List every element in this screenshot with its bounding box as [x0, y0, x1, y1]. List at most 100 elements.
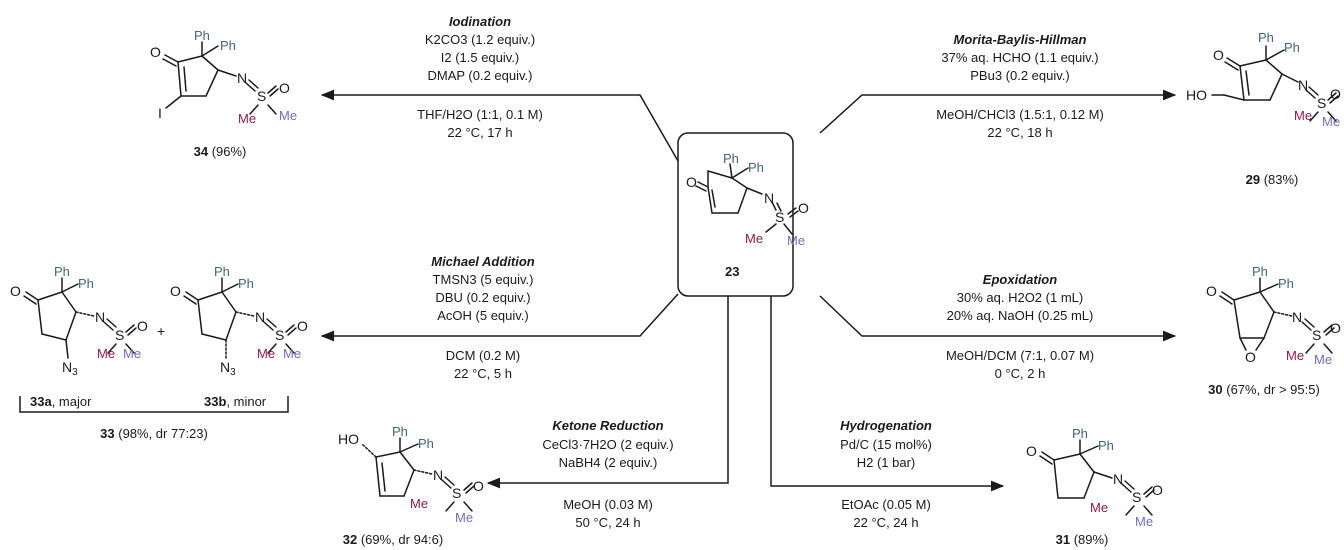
c29-N: N [1298, 77, 1308, 93]
c33a-Me1: Me [97, 346, 115, 361]
compound-33b-structure [183, 277, 297, 359]
title-mbh: Morita-Baylis-Hillman [954, 32, 1087, 47]
c33b-O: O [170, 283, 181, 299]
c34-Me2: Me [279, 108, 297, 123]
title-epoxidation: Epoxidation [983, 272, 1057, 287]
c32-Ph1: Ph [392, 424, 408, 439]
c23-Ph2: Ph [748, 160, 764, 175]
arrow-hydrogenation [770, 296, 1005, 492]
arrow-epoxidation [819, 295, 1177, 342]
c33b-label: 33b, minor [204, 394, 267, 409]
c33a-Ph1: Ph [54, 264, 70, 279]
c34-label: 34 (96%) [194, 144, 247, 159]
title-michael: Michael Addition [431, 254, 535, 269]
arrow-reduction [486, 296, 729, 489]
c31-Me2: Me [1135, 514, 1153, 529]
c31-label: 31 (89%) [1056, 532, 1109, 547]
c33b-Ph1: Ph [214, 264, 230, 279]
c33b-Ph2: Ph [238, 276, 254, 291]
c23-label: 23 [725, 264, 739, 279]
c34-O2: O [279, 80, 290, 96]
c33b-S: S [275, 327, 284, 343]
bracket-33 [19, 396, 289, 413]
c31-N: N [1113, 471, 1123, 487]
cond-epo-3: MeOH/DCM (7:1, 0.07 M) [946, 348, 1094, 363]
c30-O: O [1206, 283, 1217, 299]
cond-mbh-3: MeOH/CHCl3 (1.5:1, 0.12 M) [936, 107, 1104, 122]
cond-mic-3: AcOH (5 equiv.) [437, 308, 529, 323]
c33a-label: 33a, major [30, 394, 92, 409]
conditions-mbh: Morita-Baylis-Hillman 37% aq. HCHO (1.1 … [936, 32, 1104, 140]
compound-31-structure [1039, 439, 1155, 516]
c30-N: N [1292, 309, 1302, 325]
cond-hyd-1: Pd/C (15 mol%) [840, 437, 932, 452]
conditions-michael: Michael Addition TMSN3 (5 equiv.) DBU (0… [431, 254, 535, 381]
c33a-O: O [10, 283, 21, 299]
c33b-Me1: Me [257, 346, 275, 361]
c31-O2: O [1152, 482, 1163, 498]
conditions-reduction: Ketone Reduction CeCl3·7H2O (2 equiv.) N… [542, 418, 673, 530]
c23-Me1: Me [745, 231, 763, 246]
c23-Ph1: Ph [723, 151, 739, 166]
c32-Me1: Me [410, 496, 428, 511]
compound-29-structure [1211, 45, 1339, 122]
c33a-O2: O [137, 318, 148, 334]
c32-label: 32 (69%, dr 94:6) [343, 532, 443, 547]
cond-iod-3: DMAP (0.2 equiv.) [427, 68, 532, 83]
c31-O: O [1026, 443, 1037, 459]
compound-34-structure [162, 41, 279, 115]
c33b-Me2: Me [283, 346, 301, 361]
c31-Ph1: Ph [1072, 426, 1088, 441]
cond-iod-1: K2CO3 (1.2 equiv.) [425, 32, 535, 47]
c34-S: S [257, 88, 266, 104]
c29-O: O [1213, 47, 1224, 63]
c29-Ph1: Ph [1258, 30, 1274, 45]
c29-S: S [1317, 95, 1326, 111]
cond-mbh-2: PBu3 (0.2 equiv.) [970, 68, 1069, 83]
cond-red-4: 50 °C, 24 h [575, 515, 640, 530]
c30-O2: O [1330, 320, 1341, 336]
c31-Ph2: Ph [1098, 438, 1114, 453]
cond-red-2: NaBH4 (2 equiv.) [559, 455, 658, 470]
c23-Me2: Me [787, 233, 805, 248]
cond-hyd-3: EtOAc (0.05 M) [841, 497, 931, 512]
compound-33a-structure [23, 277, 137, 359]
c32-N: N [433, 467, 443, 483]
c34-I: I [158, 105, 162, 121]
c32-O2: O [473, 478, 484, 494]
c34-N: N [237, 70, 247, 86]
c33a-Ph2: Ph [78, 276, 94, 291]
c32-Me2: Me [455, 510, 473, 525]
c30-Ph2: Ph [1278, 276, 1294, 291]
c23-O2: O [798, 200, 809, 216]
cond-iod-5: 22 °C, 17 h [447, 125, 512, 140]
arrow-mbh [819, 89, 1177, 134]
cond-mbh-1: 37% aq. HCHO (1.1 equiv.) [941, 50, 1098, 65]
cond-hyd-2: H2 (1 bar) [857, 455, 916, 470]
c23-O: O [686, 174, 697, 190]
title-iodination: Iodination [449, 14, 511, 29]
c33a-N3: N3 [62, 359, 78, 378]
title-hydrogenation: Hydrogenation [840, 418, 932, 433]
c23-N: N [764, 190, 774, 206]
cond-iod-2: I2 (1.5 equiv.) [441, 50, 520, 65]
conditions-iodination: Iodination K2CO3 (1.2 equiv.) I2 (1.5 eq… [417, 14, 543, 140]
c29-O2: O [1330, 86, 1341, 102]
c30-S: S [1312, 327, 1321, 343]
c33a-N: N [95, 309, 105, 325]
cond-epo-1: 30% aq. H2O2 (1 mL) [957, 290, 1083, 305]
c33a-Me2: Me [123, 346, 141, 361]
cond-mic-4: DCM (0.2 M) [446, 348, 520, 363]
c33-label: 33 (98%, dr 77:23) [100, 426, 208, 441]
c30-label: 30 (67%, dr > 95:5) [1208, 382, 1320, 397]
arrow-michael [320, 293, 679, 342]
c33a-S: S [115, 327, 124, 343]
c29-label: 29 (83%) [1246, 172, 1299, 187]
c30-Me2: Me [1314, 352, 1332, 367]
cond-epo-2: 20% aq. NaOH (0.25 mL) [947, 308, 1094, 323]
arrow-iodination [320, 89, 679, 162]
plus-sign: + [157, 323, 165, 339]
c29-Me2: Me [1322, 114, 1340, 129]
c31-Me1: Me [1090, 500, 1108, 515]
conditions-epoxidation: Epoxidation 30% aq. H2O2 (1 mL) 20% aq. … [946, 272, 1094, 381]
